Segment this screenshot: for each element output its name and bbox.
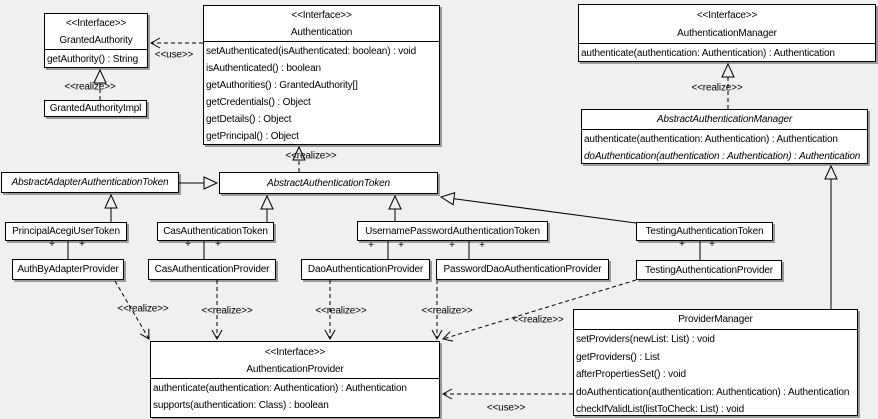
stereotype-label: <<Interface>> [291,10,352,21]
method: getAuthority() : String [47,54,139,65]
class-abstract-adapter-authentication-token[interactable]: AbstractAdapterAuthenticationToken [1,172,179,193]
class-name: PasswordDaoAuthenticationProvider [443,264,602,275]
class-cas-authentication-token[interactable]: CasAuthenticationToken [157,222,274,241]
class-granted-authority[interactable]: <<Interface>> GrantedAuthority getAuthor… [44,13,148,68]
method: getAuthorities() : GrantedAuthority[] [206,80,358,91]
class-name: AbstractAdapterAuthenticationToken [11,177,169,188]
class-abstract-authentication-manager[interactable]: AbstractAuthenticationManager authentica… [581,109,868,164]
class-authentication-provider[interactable]: <<Interface>> AuthenticationProvider aut… [150,341,440,418]
realize-label: <<realize>> [285,150,337,162]
stereotype-label: <<Interface>> [696,10,758,21]
use-label: <<use>> [154,49,194,61]
method: isAuthenticated() : boolean [206,63,321,74]
methods-compartment: setAuthenticated(isAuthenticated: boolea… [204,41,439,144]
method: authenticate(authentication: Authenticat… [153,383,407,394]
realize-label: <<realize>> [315,305,367,317]
class-name: AuthByAdapterProvider [17,264,119,275]
method: afterPropertiesSet() : void [576,369,686,380]
association-end-plus: + [709,239,715,250]
stereotype-label: <<Interface>> [65,18,127,29]
association-end-plus: + [368,240,374,251]
method: getProviders() : List [576,351,660,363]
class-name: AbstractAuthenticationManager [656,114,793,125]
class-name: UsernamePasswordAuthenticationToken [365,225,540,237]
method: setProviders(newList: List) : void [576,334,715,345]
class-username-password-authentication-token[interactable]: UsernamePasswordAuthenticationToken [357,221,548,241]
class-authentication-manager[interactable]: <<Interface>> AuthenticationManager auth… [578,4,876,62]
association-end-plus: + [185,239,191,250]
class-title: <<Interface>> GrantedAuthority [45,14,147,49]
class-name: GrantedAuthorityImpl [49,103,142,114]
class-name: AuthenticationManager [677,28,777,39]
class-testing-authentication-token[interactable]: TestingAuthenticationToken [636,222,773,241]
methods-compartment: authenticate(authentication: Authenticat… [582,129,867,163]
realize-label: <<realize>> [691,82,743,94]
method: getDetails() : Object [206,114,292,125]
class-name: TestingAuthenticationToken [645,226,764,237]
class-name: TestingAuthenticationProvider [645,264,773,276]
association-end-plus: + [679,239,685,250]
method: authenticate(authentication: Authenticat… [584,134,838,145]
class-name: CasAuthenticationProvider [154,264,270,275]
realize-label: <<realize>> [201,305,253,317]
method: setAuthenticated(isAuthenticated: boolea… [206,46,417,57]
stereotype-label: <<Interface>> [264,347,326,358]
use-label: <<use>> [486,402,526,414]
realize-label: <<realize>> [117,303,169,315]
method-abstract: doAuthentication(authentication : Authen… [584,151,861,162]
class-title: <<Interface>> AuthenticationManager [579,5,875,43]
association-end-plus: + [449,240,455,251]
method: supports(authentication: Class) : boolea… [153,400,329,411]
methods-compartment: getAuthority() : String [45,49,147,67]
class-testing-authentication-provider[interactable]: TestingAuthenticationProvider [636,260,782,280]
class-name: Authentication [290,27,353,38]
class-title: <<Interface>> AuthenticationProvider [151,342,439,378]
class-name: CasAuthenticationToken [163,226,268,237]
methods-compartment: authenticate(authentication: Authenticat… [151,378,439,414]
realize-label: <<realize>> [512,314,564,326]
class-cas-authentication-provider[interactable]: CasAuthenticationProvider [148,259,276,280]
method: getCredentials() : Object [206,97,311,108]
association-end-plus: + [215,239,221,250]
class-name: AbstractAuthenticationToken [267,177,390,189]
methods-compartment: setProviders(newList: List) : void getPr… [574,329,857,415]
association-end-plus: + [79,239,85,250]
association-end-plus: + [49,239,55,250]
class-title: <<Interface>> Authentication [204,6,439,41]
association-end-plus: + [398,240,404,251]
class-principal-acegi-user-token[interactable]: PrincipalAcegiUserToken [5,222,127,241]
class-name: DaoAuthenticationProvider [307,264,424,275]
method: getPrincipal() : Object [206,131,299,142]
class-provider-manager[interactable]: ProviderManager setProviders(newList: Li… [573,309,858,416]
class-name: AuthenticationProvider [246,364,344,375]
method: authenticate(authentication: Authenticat… [581,48,835,59]
class-password-dao-authentication-provider[interactable]: PasswordDaoAuthenticationProvider [436,259,609,280]
class-granted-authority-impl[interactable]: GrantedAuthorityImpl [44,100,147,117]
class-auth-by-adapter-provider[interactable]: AuthByAdapterProvider [12,259,124,280]
class-name: PrincipalAcegiUserToken [12,226,120,237]
generalization-testing-authentication-token [439,192,637,224]
method: checkIfValidList(listToCheck: List) : vo… [576,404,745,415]
methods-compartment: authenticate(authentication: Authenticat… [579,43,875,61]
class-abstract-authentication-token[interactable]: AbstractAuthenticationToken [219,172,438,194]
realize-label: <<realize>> [421,305,473,317]
class-dao-authentication-provider[interactable]: DaoAuthenticationProvider [301,259,430,280]
method: doAuthentication(authentication: Authent… [576,386,850,398]
class-name: ProviderManager [678,314,753,325]
association-end-plus: + [479,240,485,251]
class-name: GrantedAuthority [59,35,133,46]
realize-label: <<realize>> [64,81,116,93]
class-authentication[interactable]: <<Interface>> Authentication setAuthenti… [203,5,440,145]
